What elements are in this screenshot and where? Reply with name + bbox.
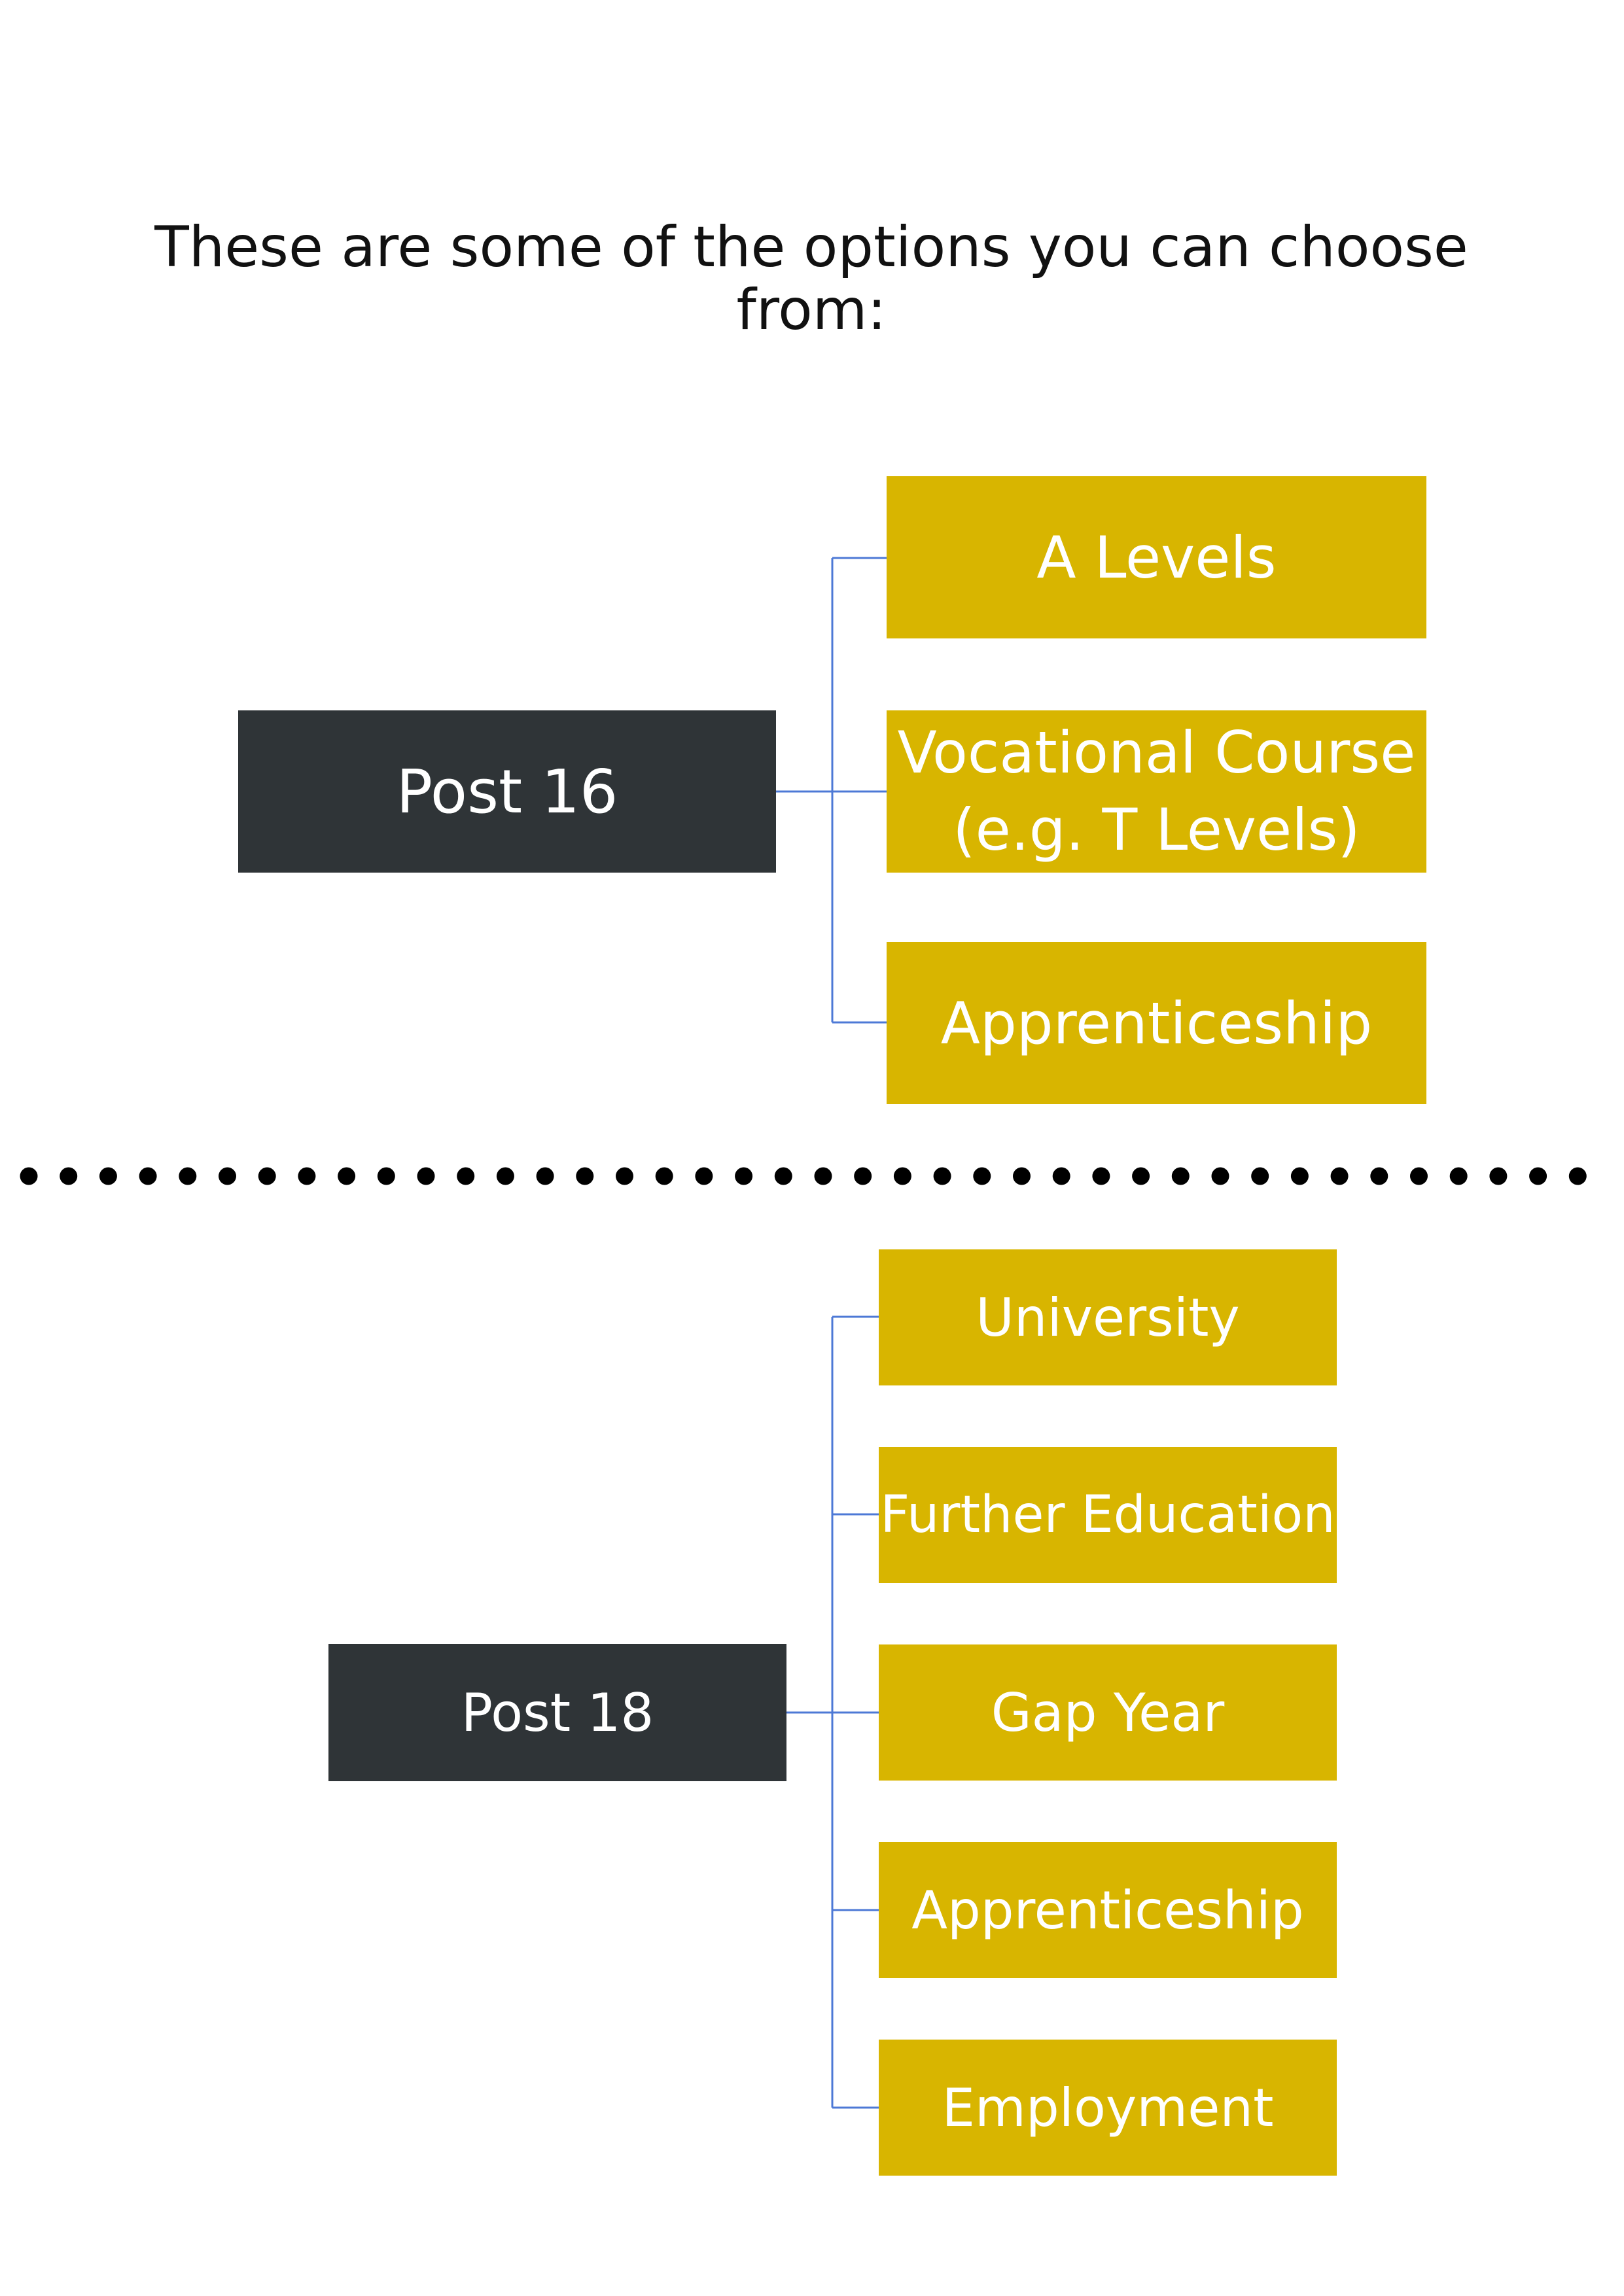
divider-dot [1410, 1167, 1428, 1185]
divider-dot [417, 1167, 435, 1185]
option-label: A Levels [1036, 523, 1277, 591]
post-18-box: Post 18 [328, 1644, 786, 1781]
post-16-box: Post 16 [238, 710, 776, 873]
option-label: Apprenticeship [911, 1879, 1304, 1941]
divider-dot [1211, 1167, 1229, 1185]
divider-dot [1330, 1167, 1349, 1185]
divider-dot [219, 1167, 236, 1185]
divider-dot [298, 1167, 316, 1185]
divider-dot [1013, 1167, 1031, 1185]
option-label: Gap Year [991, 1682, 1225, 1743]
option-label: Further Education [880, 1486, 1335, 1544]
divider-dot [695, 1167, 713, 1185]
page-heading: These are some of the options you can ch… [98, 216, 1525, 341]
heading-line-1: These are some of the options you can ch… [154, 215, 1468, 280]
divider-dot [1171, 1167, 1190, 1185]
divider-dot [179, 1167, 197, 1185]
divider-dot [1251, 1167, 1269, 1185]
divider-dot [1529, 1167, 1547, 1185]
option-label-line-2: (e.g. T Levels) [953, 796, 1360, 863]
divider-dot [814, 1167, 832, 1185]
divider-dot [854, 1167, 872, 1185]
option-further-education: Further Education [879, 1447, 1337, 1583]
divider-dot [377, 1167, 395, 1185]
option-university: University [879, 1249, 1337, 1385]
option-label: University [976, 1287, 1240, 1348]
divider-dot [1489, 1167, 1508, 1185]
divider-dot [496, 1167, 514, 1185]
divider-dot [99, 1167, 117, 1185]
divider-dot [973, 1167, 991, 1185]
option-employment: Employment [879, 2040, 1337, 2176]
option-gap-year: Gap Year [879, 1644, 1337, 1781]
divider-dot [1568, 1167, 1587, 1185]
option-label: Apprenticeship [940, 989, 1373, 1057]
post-16-label: Post 16 [396, 756, 618, 827]
divider-dot [655, 1167, 673, 1185]
divider-dot [457, 1167, 475, 1185]
option-label: Employment [942, 2077, 1274, 2138]
divider-dot [536, 1167, 554, 1185]
divider-dot [735, 1167, 753, 1185]
divider-dot [1370, 1167, 1388, 1185]
post-18-label: Post 18 [461, 1682, 654, 1743]
divider-dot [338, 1167, 356, 1185]
option-a-levels: A Levels [887, 476, 1426, 638]
divider-dot [139, 1167, 157, 1185]
divider-dot [1290, 1167, 1309, 1185]
option-label-line-1: Vocational Course [897, 719, 1416, 786]
divider-dot [1092, 1167, 1110, 1185]
divider-dot [1052, 1167, 1070, 1185]
divider-dot [1132, 1167, 1150, 1185]
divider-dot [616, 1167, 633, 1185]
divider-dot [60, 1167, 78, 1185]
divider-dot [933, 1167, 951, 1185]
option-vocational-course: Vocational Course (e.g. T Levels) [887, 710, 1426, 873]
divider-dot [576, 1167, 594, 1185]
divider-dot [258, 1167, 276, 1185]
divider-dot [893, 1167, 911, 1185]
heading-line-2: from: [736, 277, 887, 343]
divider-dot [1449, 1167, 1468, 1185]
option-apprenticeship-post-18: Apprenticeship [879, 1842, 1337, 1978]
divider-dot [774, 1167, 792, 1185]
option-apprenticeship-post-16: Apprenticeship [887, 942, 1426, 1104]
divider-dot [20, 1167, 38, 1185]
